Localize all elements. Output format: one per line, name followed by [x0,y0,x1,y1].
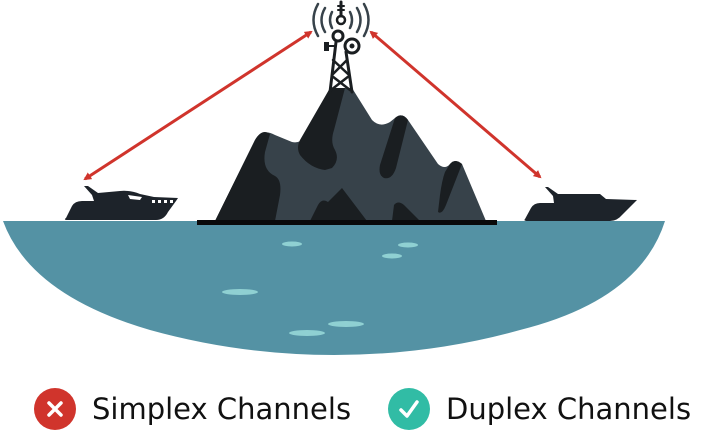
sea-body [3,221,665,355]
boat-left [64,186,178,220]
check-icon [388,388,430,430]
boat-window [128,195,142,200]
mountain-shadow [310,188,367,221]
wave-highlight [328,321,364,327]
boat-window [164,200,167,203]
link-arrow-right [369,30,542,179]
boat-window [170,200,173,203]
wave-highlight [398,242,418,248]
boat-window [158,200,161,203]
legend-duplex: Duplex Channels [388,388,691,430]
mountain-island [197,88,497,225]
sea [3,221,665,355]
boat-right [524,187,637,221]
wave-highlight [282,241,302,247]
legend-label-duplex: Duplex Channels [446,392,692,426]
legend-simplex: Simplex Channels [34,388,351,430]
yacht-icon [64,186,178,220]
mountain-shadow [392,202,420,221]
wave-highlight [289,330,325,336]
wave-highlight [222,289,258,295]
antenna-tower-icon [312,0,370,94]
wave-highlight [382,253,402,259]
legend-label-simplex: Simplex Channels [92,392,352,426]
x-icon [34,388,76,430]
link-arrow-left [83,30,313,181]
mountain-body [215,88,486,221]
yacht-icon [524,187,637,221]
boat-window [152,200,155,203]
island-base [197,220,497,225]
